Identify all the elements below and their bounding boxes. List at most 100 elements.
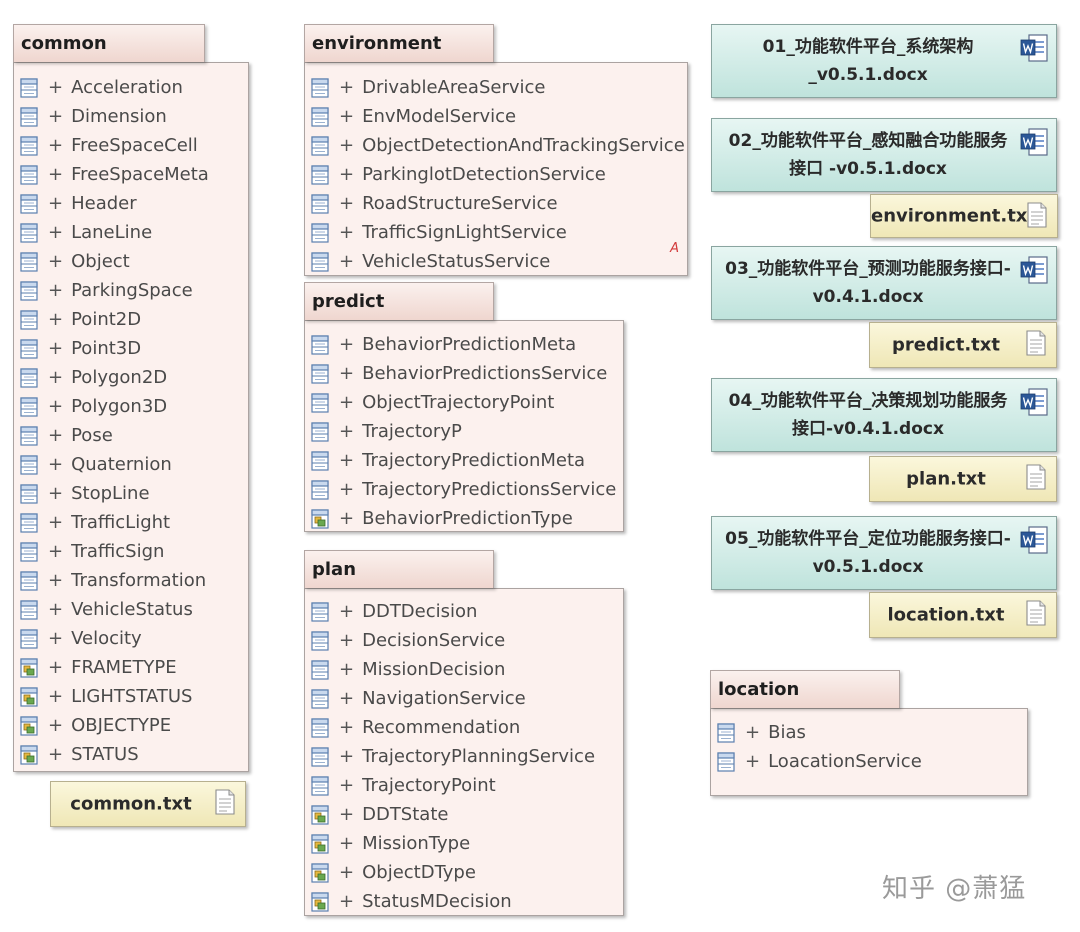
package-item[interactable]: +Acceleration — [14, 73, 248, 102]
class-icon — [20, 483, 38, 504]
package-plan[interactable]: plan +DDTDecision+DecisionService+Missio… — [304, 550, 624, 916]
package-item[interactable]: +BehaviorPredictionMeta — [305, 330, 623, 359]
package-common[interactable]: common +Acceleration+Dimension+FreeSpace… — [13, 24, 249, 772]
package-item[interactable]: +MissionDecision — [305, 655, 623, 684]
item-label: BehaviorPredictionsService — [362, 363, 608, 384]
visibility-marker: + — [48, 425, 64, 446]
package-item[interactable]: +Dimension — [14, 102, 248, 131]
package-item[interactable]: +DrivableAreaService — [305, 73, 687, 102]
class-icon — [311, 688, 329, 709]
item-label: Header — [71, 193, 137, 214]
package-item[interactable]: +ObjectDetectionAndTrackingService — [305, 131, 687, 160]
visibility-marker: + — [339, 392, 355, 413]
package-item[interactable]: +Recommendation — [305, 713, 623, 742]
package-item[interactable]: +Polygon3D — [14, 392, 248, 421]
package-item[interactable]: +Quaternion — [14, 450, 248, 479]
package-item[interactable]: +TrajectoryPlanningService — [305, 742, 623, 771]
package-item[interactable]: +TrajectoryPredictionMeta — [305, 446, 623, 475]
package-environment[interactable]: environment +DrivableAreaService+EnvMode… — [304, 24, 688, 276]
package-item[interactable]: +LoacationService — [711, 747, 1027, 776]
word-document-icon — [1020, 34, 1048, 62]
package-item[interactable]: +DDTDecision — [305, 597, 623, 626]
package-item[interactable]: +RoadStructureService — [305, 189, 687, 218]
note-common-txt[interactable]: common.txt — [50, 781, 246, 827]
class-icon — [20, 164, 38, 185]
package-item[interactable]: +ParkinglotDetectionService — [305, 160, 687, 189]
document-01[interactable]: 01_功能软件平台_系统架构_v0.5.1.docx — [711, 24, 1057, 98]
note-environment-txt[interactable]: environment.txt — [870, 194, 1058, 238]
package-item[interactable]: +ObjectTrajectoryPoint — [305, 388, 623, 417]
class-icon — [20, 135, 38, 156]
note-plan-txt[interactable]: plan.txt — [869, 456, 1057, 502]
visibility-marker: + — [48, 164, 64, 185]
class-icon — [20, 193, 38, 214]
package-item[interactable]: +Bias — [711, 718, 1027, 747]
class-icon — [20, 396, 38, 417]
package-item[interactable]: +VehicleStatusService — [305, 247, 687, 276]
package-item[interactable]: +OBJECTYPE — [14, 711, 248, 740]
class-icon — [311, 717, 329, 738]
package-item[interactable]: +Object — [14, 247, 248, 276]
note-predict-txt[interactable]: predict.txt — [869, 322, 1057, 368]
package-item[interactable]: +Transformation — [14, 566, 248, 595]
package-item[interactable]: +Polygon2D — [14, 363, 248, 392]
package-item[interactable]: +FRAMETYPE — [14, 653, 248, 682]
document-04[interactable]: 04_功能软件平台_决策规划功能服务接口-v0.4.1.docx — [711, 378, 1057, 452]
note-location-txt[interactable]: location.txt — [869, 592, 1057, 638]
package-item[interactable]: +MissionType — [305, 829, 623, 858]
package-item[interactable]: +Point3D — [14, 334, 248, 363]
document-05[interactable]: 05_功能软件平台_定位功能服务接口-v0.5.1.docx — [711, 516, 1057, 590]
package-item[interactable]: +DDTState — [305, 800, 623, 829]
package-item[interactable]: +FreeSpaceMeta — [14, 160, 248, 189]
package-item[interactable]: +ParkingSpace — [14, 276, 248, 305]
word-document-icon — [1020, 526, 1048, 554]
package-item[interactable]: +VehicleStatus — [14, 595, 248, 624]
class-icon — [311, 601, 329, 622]
package-item[interactable]: +EnvModelService — [305, 102, 687, 131]
package-item[interactable]: +Velocity — [14, 624, 248, 653]
package-item[interactable]: +TrafficSignLightService — [305, 218, 687, 247]
visibility-marker: + — [339, 659, 355, 680]
package-predict[interactable]: predict +BehaviorPredictionMeta+Behavior… — [304, 282, 624, 532]
package-item[interactable]: +TrajectoryPredictionsService — [305, 475, 623, 504]
class-icon — [311, 222, 329, 243]
package-item[interactable]: +BehaviorPredictionType — [305, 504, 623, 533]
note-label: common.txt — [70, 793, 192, 815]
package-item[interactable]: +Point2D — [14, 305, 248, 334]
document-02[interactable]: 02_功能软件平台_感知融合功能服务接口 -v0.5.1.docx — [711, 118, 1057, 192]
document-title: 03_功能软件平台_预测功能服务接口-v0.4.1.docx — [725, 259, 1011, 307]
item-label: NavigationService — [362, 688, 526, 709]
package-item[interactable]: +StopLine — [14, 479, 248, 508]
visibility-marker: + — [48, 309, 64, 330]
document-03[interactable]: 03_功能软件平台_预测功能服务接口-v0.4.1.docx — [711, 246, 1057, 320]
package-item[interactable]: +Pose — [14, 421, 248, 450]
package-item[interactable]: +StatusMDecision — [305, 887, 623, 916]
visibility-marker: + — [48, 599, 64, 620]
visibility-marker: + — [48, 686, 64, 707]
enumeration-icon — [20, 686, 38, 707]
class-icon — [20, 338, 38, 359]
visibility-marker: + — [339, 891, 355, 912]
class-icon — [717, 751, 735, 772]
package-item[interactable]: + Header — [14, 189, 248, 218]
package-item[interactable]: +TrajectoryP — [305, 417, 623, 446]
package-item[interactable]: +NavigationService — [305, 684, 623, 713]
package-location[interactable]: location +Bias+LoacationService — [710, 670, 1028, 796]
package-tab: plan — [304, 550, 494, 588]
class-icon — [20, 77, 38, 98]
package-item[interactable]: +ObjectDType — [305, 858, 623, 887]
class-icon — [717, 722, 735, 743]
visibility-marker: + — [339, 106, 355, 127]
package-item[interactable]: +TrajectoryPoint — [305, 771, 623, 800]
package-item[interactable]: +BehaviorPredictionsService — [305, 359, 623, 388]
package-item[interactable]: +DecisionService — [305, 626, 623, 655]
package-item[interactable]: +LaneLine — [14, 218, 248, 247]
package-item[interactable]: +LIGHTSTATUS — [14, 682, 248, 711]
visibility-marker: + — [48, 193, 64, 214]
package-item[interactable]: +TrafficSign — [14, 537, 248, 566]
package-tab: common — [13, 24, 205, 62]
package-item[interactable]: +STATUS — [14, 740, 248, 769]
visibility-marker: + — [339, 775, 355, 796]
package-item[interactable]: +FreeSpaceCell — [14, 131, 248, 160]
package-item[interactable]: +TrafficLight — [14, 508, 248, 537]
